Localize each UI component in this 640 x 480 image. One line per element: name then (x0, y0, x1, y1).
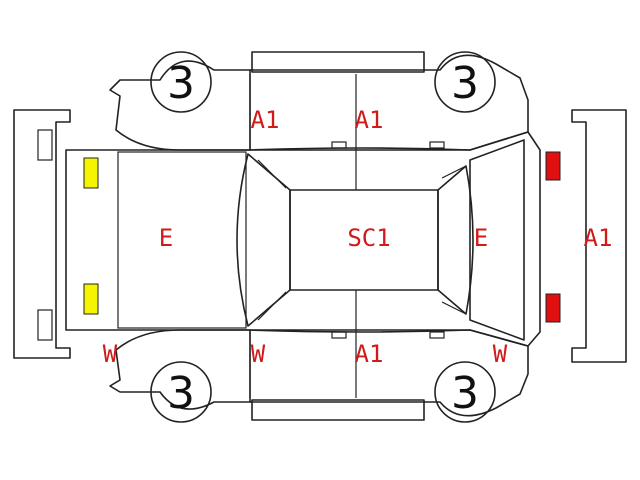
lower-side-profile (109, 329, 529, 421)
code-roof: SC1 (347, 224, 390, 252)
code-rear-bumper: A1 (584, 224, 613, 252)
tire-rear-left: 3 (150, 361, 212, 423)
front-lamp-bottom (83, 283, 99, 315)
code-front-lower-pillar: W (251, 340, 266, 368)
front-bumper (13, 109, 71, 359)
car-body-top (65, 131, 541, 347)
tire-rear-right-label: 3 (451, 368, 479, 419)
code-upper-rear-door: A1 (355, 106, 384, 134)
code-front-hood: E (159, 224, 173, 252)
code-rear-trunk: E (474, 224, 488, 252)
code-front-left-corner: W (103, 340, 118, 368)
tire-front-right: 3 (434, 51, 496, 113)
rear-lamp-bottom (545, 293, 561, 323)
code-lower-rear-door: A1 (355, 340, 384, 368)
rear-bumper (571, 109, 627, 363)
code-upper-front-door: A1 (251, 106, 280, 134)
tire-front-right-label: 3 (451, 58, 479, 109)
tire-front-left: 3 (150, 51, 212, 113)
tire-rear-right: 3 (434, 361, 496, 423)
front-lamp-top (83, 157, 99, 189)
tire-front-left-label: 3 (167, 58, 195, 109)
upper-side-profile (109, 51, 529, 151)
code-rear-lower-corner: W (493, 340, 508, 368)
rear-lamp-top (545, 151, 561, 181)
tire-rear-left-label: 3 (167, 368, 195, 419)
